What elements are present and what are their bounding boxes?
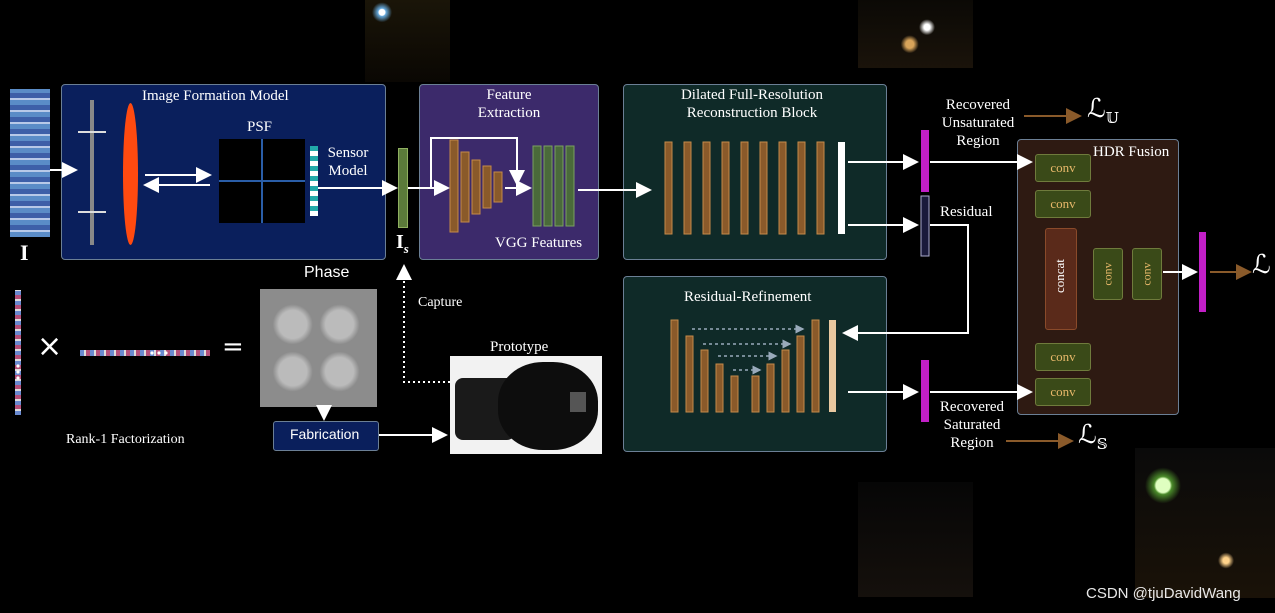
- feature-extraction-title: Feature Extraction: [477, 87, 541, 121]
- dilated-bars: [664, 141, 825, 235]
- input-label: I: [20, 240, 29, 265]
- refinement-bars: [670, 319, 820, 413]
- hdr-output-bar: [1199, 232, 1206, 312]
- conv-block-4: conv: [1035, 378, 1091, 406]
- hdr-fusion-title: HDR Fusion: [1093, 144, 1170, 160]
- phase-label: Phase: [304, 264, 350, 281]
- sensor-bar: [310, 146, 318, 216]
- conv-block-1: conv: [1035, 154, 1091, 182]
- night-photo-bottom-right: [1135, 448, 1275, 598]
- sat-output-bar: [921, 360, 929, 422]
- vgg-bars: [532, 145, 575, 227]
- night-photo-top-right: [858, 0, 973, 68]
- sensor-model-label: Sensor Model: [327, 145, 369, 179]
- night-photo-top-left: [365, 0, 450, 82]
- psf-image: [219, 139, 305, 223]
- loss-final: ℒ: [1252, 250, 1271, 280]
- recovered-unsaturated-label: Recovered Unsaturated Region: [941, 97, 1015, 149]
- is-label: Is: [396, 231, 409, 256]
- aperture-bar: [90, 100, 94, 245]
- lens-shape: [123, 103, 138, 245]
- dilated-title: Dilated Full-Resolution Reconstruction B…: [680, 87, 824, 121]
- rank1-label: Rank-1 Factorization: [66, 432, 185, 447]
- conv-block-2: conv: [1035, 190, 1091, 218]
- fabrication-box: [273, 421, 379, 451]
- conv-vertical-2: conv: [1132, 248, 1162, 300]
- residual-refinement-title: Residual-Refinement: [684, 289, 812, 305]
- conv-block-3: conv: [1035, 343, 1091, 371]
- residual-output-bar: [920, 195, 930, 257]
- concat-block: [1045, 228, 1077, 330]
- unsat-output-bar: [921, 130, 929, 192]
- loss-unsaturated: ℒ𝕌: [1087, 94, 1119, 128]
- residual-to-refinement-arrow: [842, 224, 969, 341]
- residual-label: Residual: [940, 204, 993, 220]
- psf-label: PSF: [247, 119, 273, 135]
- prototype-camera-photo: [450, 356, 602, 454]
- column-vector: [15, 290, 21, 415]
- conv-vertical-1: conv: [1093, 248, 1123, 300]
- vgg-features-label: VGG Features: [495, 235, 583, 251]
- refinement-skip-arrows: [692, 324, 805, 375]
- feature-bars: [449, 139, 503, 233]
- prototype-label: Prototype: [490, 339, 549, 355]
- image-formation-title: Image Formation Model: [142, 88, 289, 104]
- equals-symbol: =: [222, 332, 244, 362]
- is-bar: [398, 148, 408, 228]
- skip-connection-arrow: [430, 137, 525, 188]
- residual-refinement-panel: [623, 276, 887, 452]
- fabrication-label: Fabrication: [290, 426, 360, 442]
- phase-mask: [260, 289, 377, 407]
- row-vector: [80, 350, 210, 356]
- dilated-output-bar: [838, 142, 845, 234]
- input-image-stack: [10, 89, 50, 237]
- watermark: CSDN @tjuDavidWang: [1086, 585, 1241, 602]
- capture-arrow: [396, 264, 450, 383]
- capture-label: Capture: [418, 295, 463, 310]
- recovered-saturated-label: Recovered Saturated Region: [939, 399, 1005, 451]
- ellipsis-dots: [16, 351, 168, 380]
- loss-saturated: ℒ𝕊: [1078, 420, 1108, 454]
- night-photo-bottom-mid: [858, 482, 973, 597]
- refinement-output-bar: [829, 320, 836, 412]
